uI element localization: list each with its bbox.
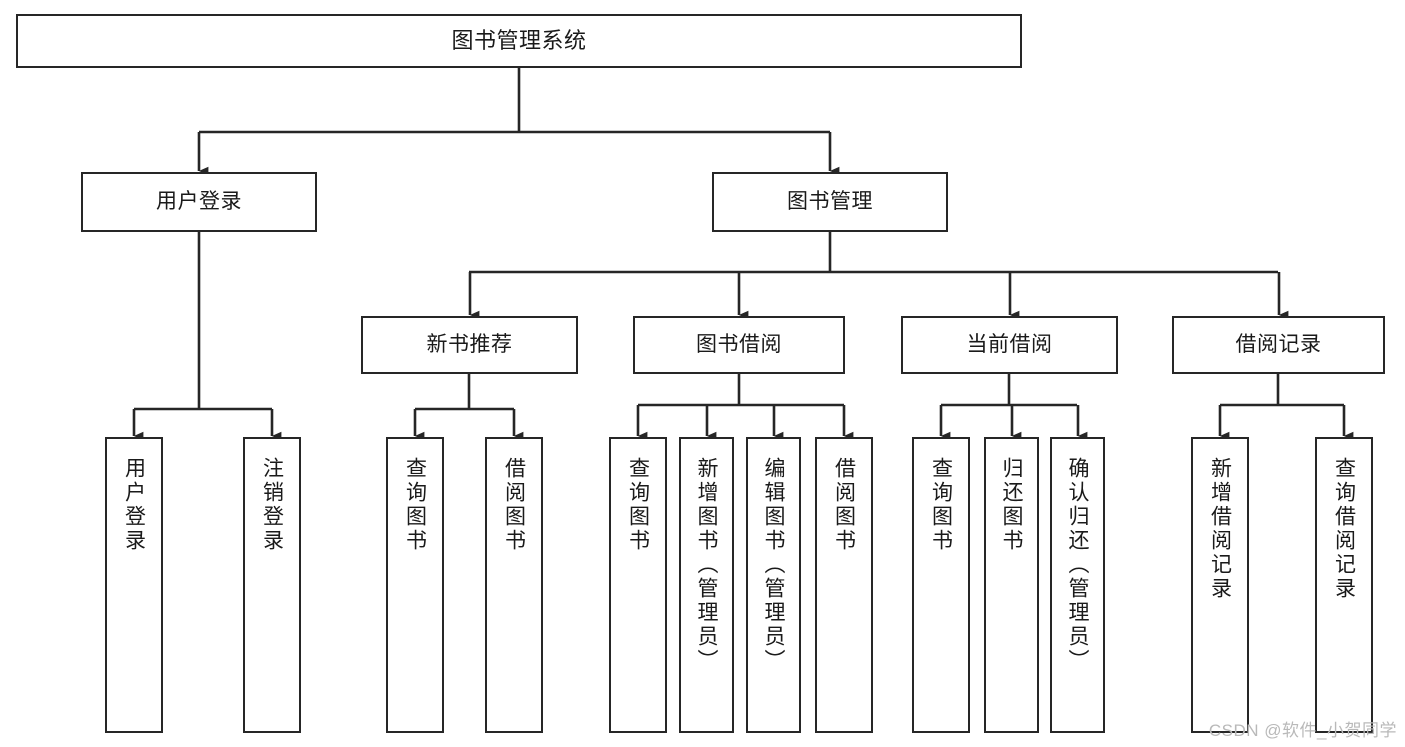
node-label: 用户登录 bbox=[156, 189, 242, 213]
node-borrow[interactable]: 图书借阅 bbox=[633, 316, 845, 374]
node-leaf-borrow-3[interactable]: 编辑图书（管理员） bbox=[746, 437, 801, 733]
node-label: 图书借阅 bbox=[696, 332, 782, 356]
node-label: 借阅记录 bbox=[1235, 332, 1322, 356]
node-label: 当前借阅 bbox=[966, 332, 1053, 356]
node-label: 确认归还（管理员） bbox=[1066, 457, 1089, 673]
node-label: 查询借阅记录 bbox=[1332, 457, 1356, 601]
node-leaf-login-2[interactable]: 注销登录 bbox=[243, 437, 301, 733]
node-leaf-borrow-1[interactable]: 查询图书 bbox=[609, 437, 667, 733]
node-leaf-borrow-4[interactable]: 借阅图书 bbox=[815, 437, 873, 733]
node-leaf-login-1[interactable]: 用户登录 bbox=[105, 437, 163, 733]
node-login[interactable]: 用户登录 bbox=[81, 172, 317, 232]
node-label: 新增借阅记录 bbox=[1208, 457, 1232, 601]
watermark: CSDN @软件_小贺同学 bbox=[1208, 721, 1397, 740]
node-current[interactable]: 当前借阅 bbox=[901, 316, 1118, 374]
node-label: 归还图书 bbox=[1000, 457, 1023, 553]
node-label: 编辑图书（管理员） bbox=[762, 457, 785, 673]
node-label: 图书管理 bbox=[787, 189, 873, 213]
node-label: 查询图书 bbox=[626, 457, 650, 553]
node-label: 查询图书 bbox=[403, 457, 427, 553]
node-label: 新书推荐 bbox=[426, 332, 513, 356]
node-bookmgmt[interactable]: 图书管理 bbox=[712, 172, 948, 232]
node-leaf-cur-3[interactable]: 确认归还（管理员） bbox=[1050, 437, 1105, 733]
node-leaf-cur-2[interactable]: 归还图书 bbox=[984, 437, 1039, 733]
node-leaf-cur-1[interactable]: 查询图书 bbox=[912, 437, 970, 733]
node-leaf-rec-2[interactable]: 查询借阅记录 bbox=[1315, 437, 1373, 733]
node-label: 图书管理系统 bbox=[451, 28, 587, 54]
node-leaf-new-2[interactable]: 借阅图书 bbox=[485, 437, 543, 733]
node-label: 借阅图书 bbox=[502, 457, 526, 553]
node-label: 查询图书 bbox=[929, 457, 953, 553]
node-records[interactable]: 借阅记录 bbox=[1172, 316, 1385, 374]
node-label: 借阅图书 bbox=[832, 457, 856, 553]
node-leaf-new-1[interactable]: 查询图书 bbox=[386, 437, 444, 733]
node-label: 新增图书（管理员） bbox=[695, 457, 718, 673]
node-newbooks[interactable]: 新书推荐 bbox=[361, 316, 578, 374]
node-label: 注销登录 bbox=[260, 457, 284, 553]
node-leaf-rec-1[interactable]: 新增借阅记录 bbox=[1191, 437, 1249, 733]
node-label: 用户登录 bbox=[122, 457, 146, 553]
node-leaf-borrow-2[interactable]: 新增图书（管理员） bbox=[679, 437, 734, 733]
node-root[interactable]: 图书管理系统 bbox=[16, 14, 1022, 68]
